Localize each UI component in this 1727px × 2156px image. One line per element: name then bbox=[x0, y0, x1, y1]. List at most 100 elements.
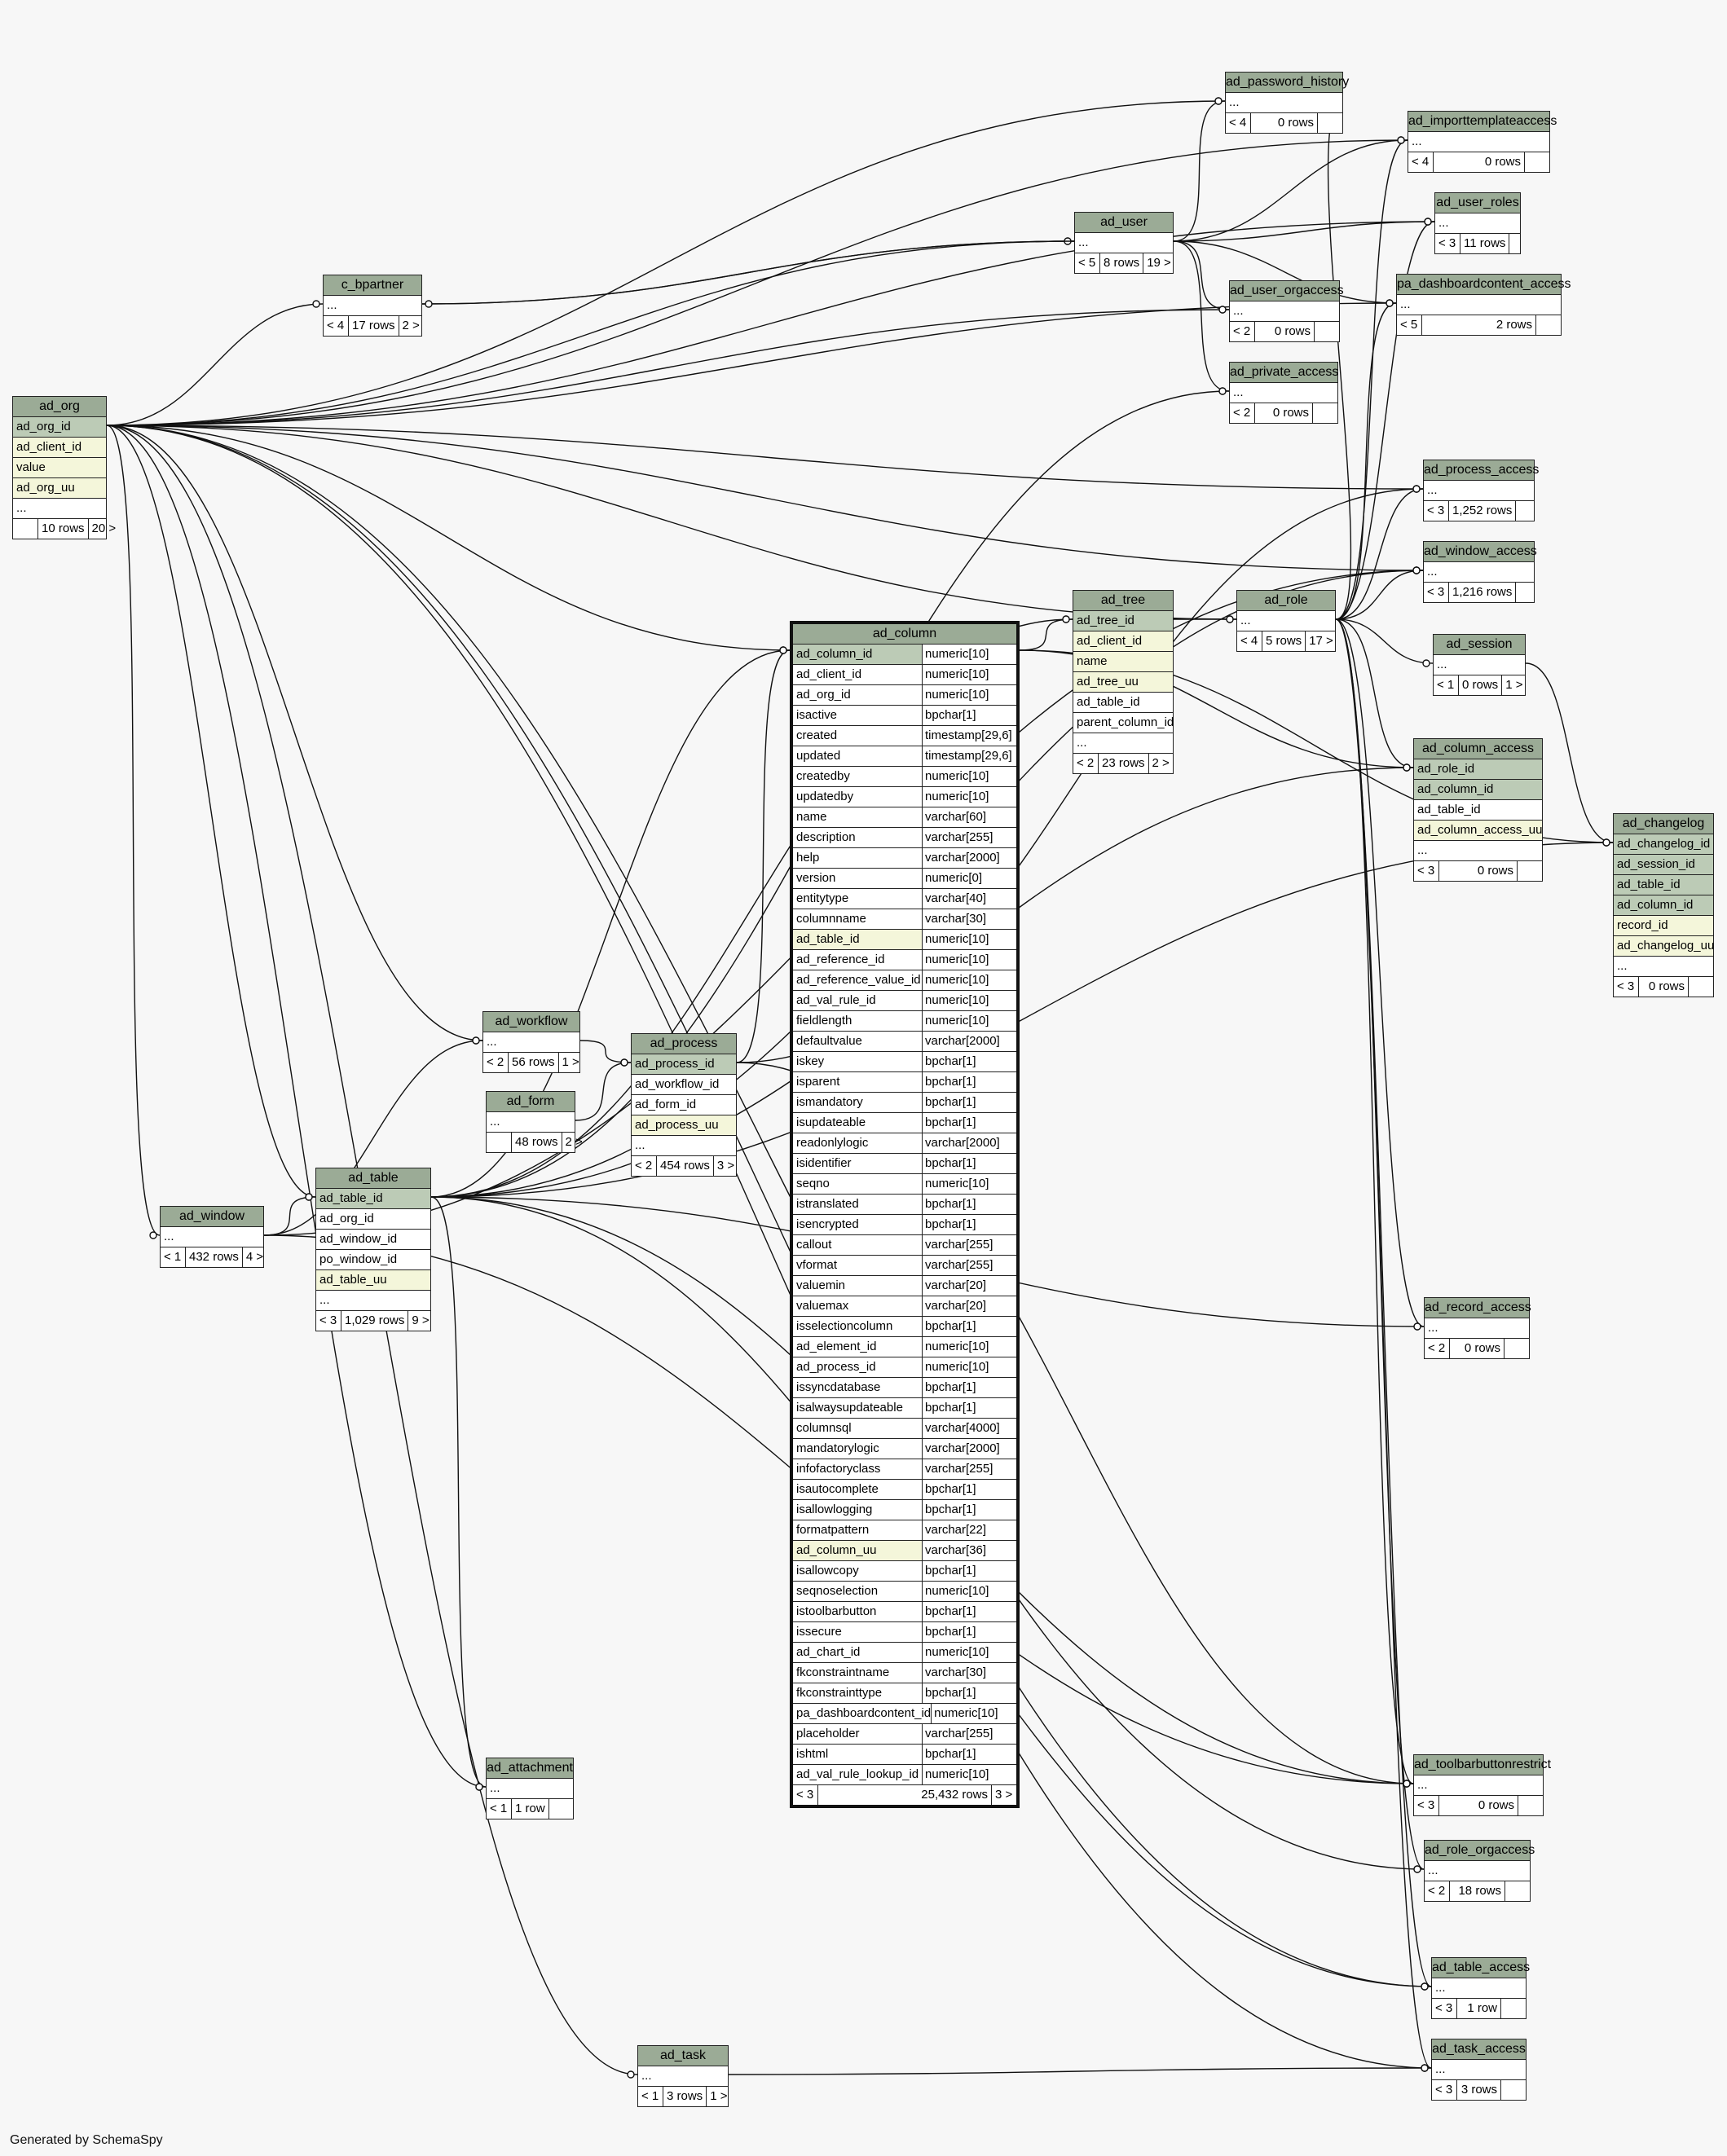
parents-link[interactable]: < 2 bbox=[1230, 322, 1255, 341]
children-link[interactable]: 17 > bbox=[1309, 634, 1333, 648]
parents-link[interactable]: < 4 bbox=[1237, 631, 1262, 651]
children-link[interactable] bbox=[1518, 861, 1542, 881]
table-name[interactable]: ad_private_access bbox=[1230, 363, 1338, 383]
table-name[interactable]: ad_user bbox=[1075, 213, 1173, 233]
children-link[interactable] bbox=[1318, 113, 1342, 133]
parents-link[interactable]: < 3 bbox=[1432, 2080, 1457, 2100]
children-link[interactable]: 4 > bbox=[245, 1250, 264, 1264]
children-link[interactable] bbox=[1516, 501, 1540, 521]
table-name[interactable]: ad_form bbox=[487, 1092, 575, 1112]
parents-link[interactable]: < 5 bbox=[1075, 253, 1100, 273]
children-link[interactable] bbox=[1505, 1339, 1529, 1358]
table-name[interactable]: ad_column_access bbox=[1414, 739, 1542, 759]
table-name[interactable]: ad_task bbox=[638, 2046, 728, 2066]
table-name[interactable]: ad_user_roles bbox=[1435, 193, 1520, 213]
table-name[interactable]: ad_process_access bbox=[1424, 460, 1539, 481]
children-link[interactable] bbox=[1505, 1881, 1530, 1901]
children-link[interactable] bbox=[1313, 403, 1337, 423]
children-link[interactable]: 19 > bbox=[1147, 256, 1171, 270]
table-name[interactable]: ad_window bbox=[161, 1207, 263, 1227]
parents-link[interactable]: < 3 bbox=[316, 1311, 341, 1331]
parents-link[interactable]: < 3 bbox=[793, 1785, 818, 1805]
children-link[interactable] bbox=[1536, 315, 1561, 335]
children-link[interactable] bbox=[549, 1799, 574, 1819]
children-link[interactable]: 1 > bbox=[710, 2089, 728, 2103]
parents-link[interactable] bbox=[13, 519, 38, 539]
children-link[interactable] bbox=[1518, 1796, 1543, 1815]
children-link[interactable] bbox=[1509, 234, 1534, 253]
table-name[interactable]: ad_role_orgaccess bbox=[1425, 1841, 1535, 1861]
children-link[interactable]: 2 > bbox=[565, 1135, 583, 1149]
table-name[interactable]: ad_process bbox=[632, 1034, 736, 1054]
children-link[interactable]: 1 > bbox=[562, 1055, 579, 1069]
table-name[interactable]: ad_role bbox=[1237, 591, 1335, 611]
parents-link[interactable]: < 1 bbox=[638, 2087, 663, 2106]
table-name[interactable]: pa_dashboardcontent_access bbox=[1397, 275, 1571, 295]
parents-link[interactable]: < 2 bbox=[483, 1053, 509, 1072]
children-link[interactable]: 20 > bbox=[91, 521, 117, 535]
table-name[interactable]: ad_org bbox=[13, 397, 106, 417]
children-link[interactable] bbox=[1525, 152, 1549, 172]
table-name[interactable]: ad_tree bbox=[1073, 591, 1173, 611]
table-name[interactable]: ad_user_orgaccess bbox=[1230, 281, 1344, 301]
table-name[interactable]: ad_attachment bbox=[487, 1758, 573, 1779]
parents-link[interactable]: < 4 bbox=[1408, 152, 1434, 172]
table-name[interactable]: ad_column bbox=[793, 624, 1016, 645]
children-link[interactable]: 2 > bbox=[1152, 756, 1170, 770]
table-name[interactable]: ad_toolbarbuttonrestrict bbox=[1414, 1755, 1551, 1775]
table-name[interactable]: ad_table_access bbox=[1432, 1958, 1530, 1978]
table-name[interactable]: ad_workflow bbox=[483, 1012, 579, 1032]
parents-link[interactable]: < 3 bbox=[1414, 861, 1439, 881]
parents-link[interactable]: < 3 bbox=[1424, 501, 1449, 521]
parents-link[interactable]: < 3 bbox=[1614, 977, 1639, 997]
parents-link[interactable]: < 2 bbox=[632, 1156, 657, 1176]
children-link[interactable] bbox=[1689, 977, 1713, 997]
children-link[interactable]: 3 > bbox=[716, 1159, 735, 1173]
parents-link[interactable]: < 3 bbox=[1432, 1999, 1457, 2018]
parents-link[interactable]: < 3 bbox=[1424, 583, 1449, 602]
table-name[interactable]: c_bpartner bbox=[324, 275, 421, 296]
parents-link[interactable]: < 1 bbox=[487, 1799, 512, 1819]
parents-link[interactable]: < 1 bbox=[1434, 675, 1459, 695]
parents-link[interactable]: < 4 bbox=[1226, 113, 1251, 133]
children-link[interactable] bbox=[1315, 322, 1339, 341]
table-name[interactable]: ad_record_access bbox=[1425, 1298, 1531, 1318]
parents-link[interactable]: < 1 bbox=[161, 1247, 186, 1267]
parents-link[interactable]: < 5 bbox=[1397, 315, 1422, 335]
table-name[interactable]: ad_task_access bbox=[1432, 2039, 1526, 2060]
table-name[interactable]: ad_importtemplateaccess bbox=[1408, 112, 1557, 132]
parents-link[interactable]: < 3 bbox=[1414, 1796, 1439, 1815]
parents-link[interactable]: < 3 bbox=[1435, 234, 1460, 253]
children-link[interactable] bbox=[1516, 583, 1540, 602]
parents-link[interactable]: < 4 bbox=[324, 316, 349, 336]
table-name[interactable]: ad_password_history bbox=[1226, 73, 1349, 93]
table-name[interactable]: ad_changelog bbox=[1614, 814, 1713, 834]
parents-link[interactable]: < 2 bbox=[1425, 1339, 1450, 1358]
parents-link[interactable]: < 2 bbox=[1230, 403, 1255, 423]
